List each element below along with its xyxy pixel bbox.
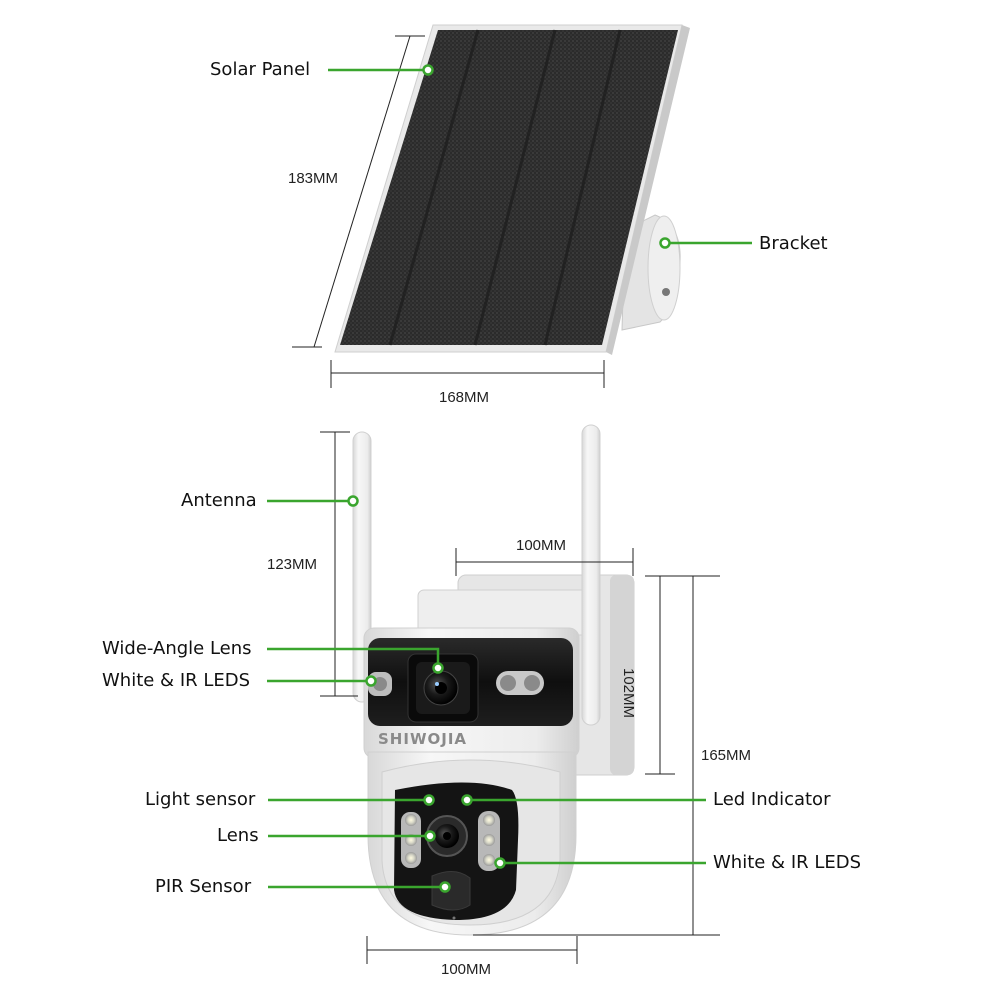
callout-lens [268,830,436,842]
label-white-ir-leds-bottom: White & IR LEDS [713,852,862,873]
label-wide-angle-lens: Wide-Angle Lens [102,638,252,659]
dimension-123mm [320,431,358,697]
dimension-165mm [473,576,720,936]
callout-wide-angle-lens [267,647,444,674]
callout-bracket [659,237,752,249]
label-led-indicator: Led Indicator [713,789,831,810]
callout-pir-sensor [268,881,451,893]
label-antenna: Antenna [181,490,257,511]
dim-label-100mm-top: 100MM [516,537,567,554]
solar-panel-illustration [334,24,690,355]
dimension-168mm [330,360,605,388]
dim-label-102mm: 102MM [620,668,637,719]
callout-antenna [267,495,359,507]
label-lens: Lens [217,825,259,846]
dim-label-165mm: 165MM [701,747,752,764]
label-solar-panel: Solar Panel [210,59,311,80]
callout-light-sensor [268,794,435,806]
dimension-102mm [645,575,720,775]
dim-label-168mm: 168MM [439,389,490,406]
callout-solar-panel [328,64,434,76]
dimension-183mm [292,35,425,348]
label-white-ir-leds-top: White & IR LEDS [102,670,251,691]
dim-label-183mm: 183MM [288,170,339,187]
dimension-100mm-top [455,548,634,576]
dimension-100mm-bottom [366,936,578,964]
camera-illustration [352,424,635,936]
callout-white-ir-leds-bottom [494,857,706,869]
brand-logo: SHIWOJIA [378,730,467,748]
dim-label-123mm: 123MM [267,556,318,573]
label-bracket: Bracket [759,233,828,254]
callout-led-indicator [461,794,706,806]
dim-label-100mm-bottom: 100MM [441,961,492,978]
label-light-sensor: Light sensor [145,789,256,810]
label-pir-sensor: PIR Sensor [155,876,252,897]
callout-white-ir-leds-top [267,675,377,687]
